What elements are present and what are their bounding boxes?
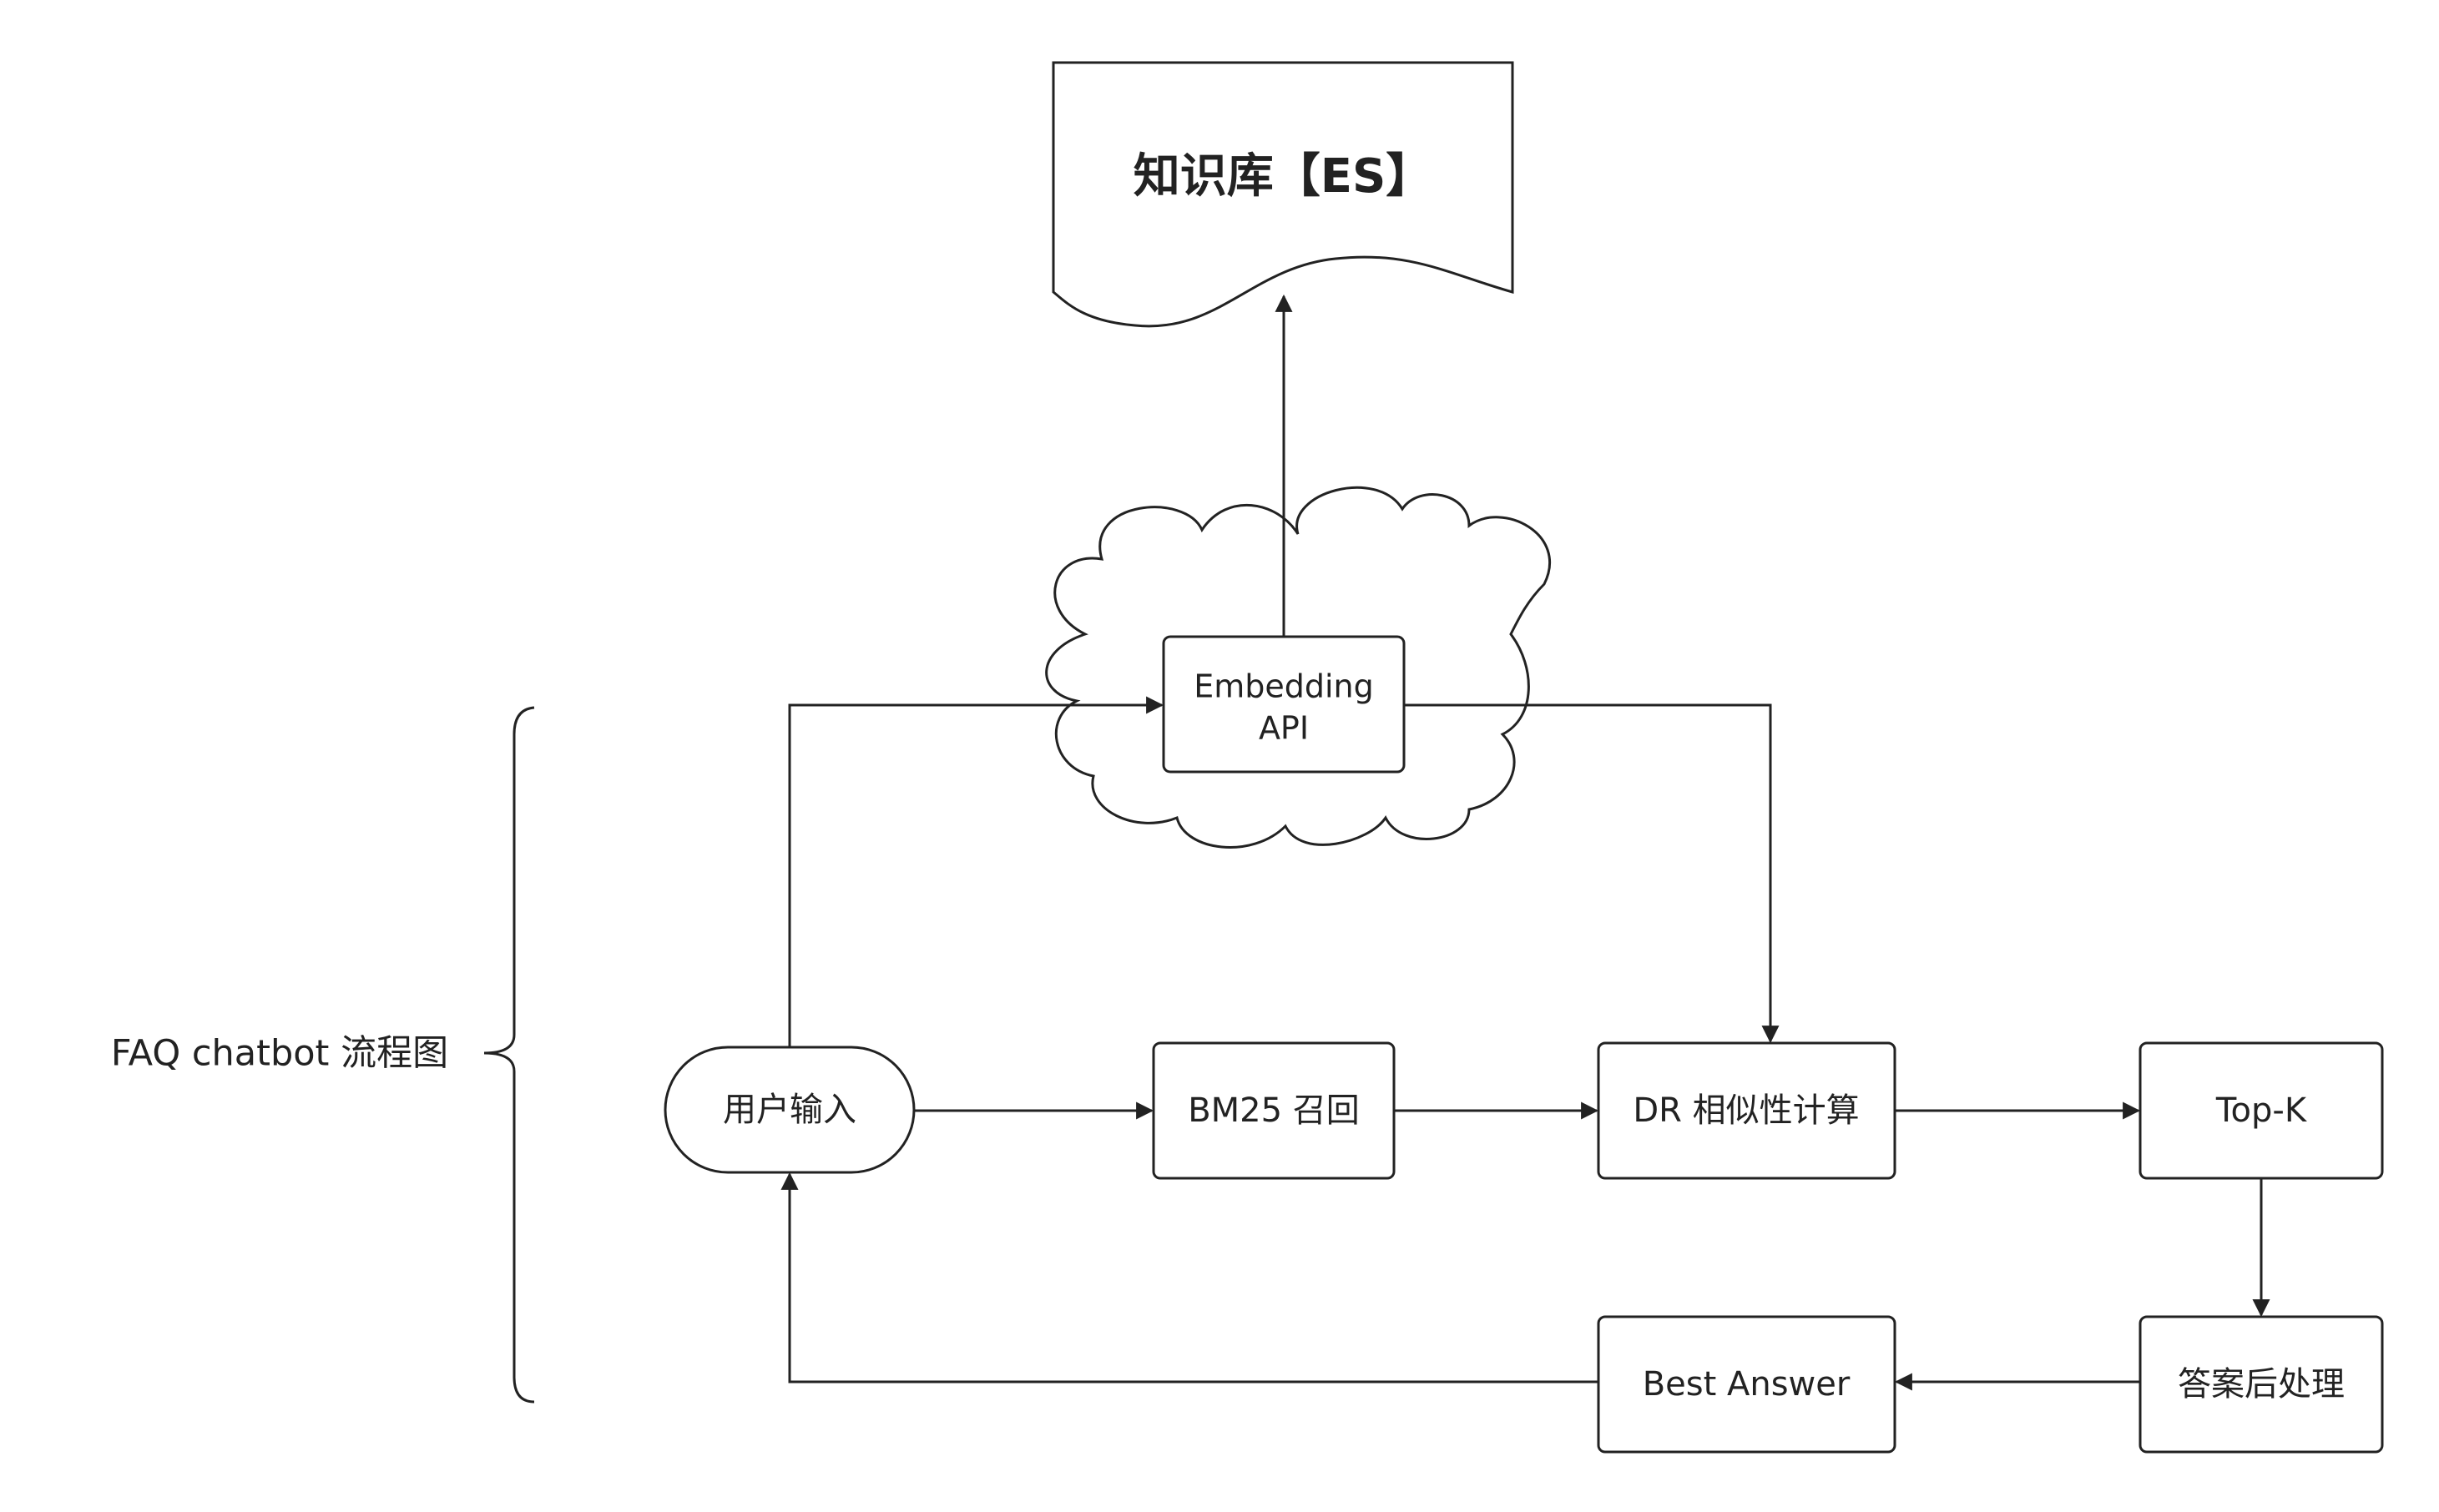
user-input-label: 用户输入	[723, 1091, 856, 1129]
edge-user-input-to-embedding	[788, 696, 1164, 1047]
best-answer-label: Best Answer	[1643, 1365, 1851, 1404]
topk-label: Top-K	[2215, 1091, 2308, 1130]
edge-best-answer-to-user-input	[780, 1172, 1598, 1383]
embedding-api-label-line2: API	[1259, 710, 1309, 747]
embedding-api-label-line1: Embedding	[1194, 668, 1374, 705]
best-answer-node: Best Answer	[1597, 1315, 1896, 1454]
bm25-node: BM25 召回	[1152, 1041, 1396, 1180]
postprocess-node: 答案后处理	[2139, 1315, 2384, 1454]
topk-node: Top-K	[2139, 1041, 2384, 1180]
diagram-title: FAQ chatbot 流程图	[111, 1033, 448, 1075]
bm25-label: BM25 召回	[1188, 1091, 1360, 1130]
dr-similarity-label: DR 相似性计算	[1633, 1091, 1859, 1130]
postprocess-label: 答案后处理	[2178, 1365, 2345, 1404]
dr-similarity-node: DR 相似性计算	[1597, 1041, 1896, 1180]
knowledge-base-node: 知识库【ES】	[1052, 61, 1514, 328]
embedding-api-node: Embedding API	[1162, 635, 1406, 774]
knowledge-base-shape	[1052, 61, 1514, 328]
user-input-node: 用户输入	[664, 1046, 916, 1174]
knowledge-base-label: 知识库【ES】	[1134, 149, 1433, 204]
edge-embedding-to-dr-similarity	[1404, 703, 1780, 1044]
left-brace	[483, 706, 535, 1404]
